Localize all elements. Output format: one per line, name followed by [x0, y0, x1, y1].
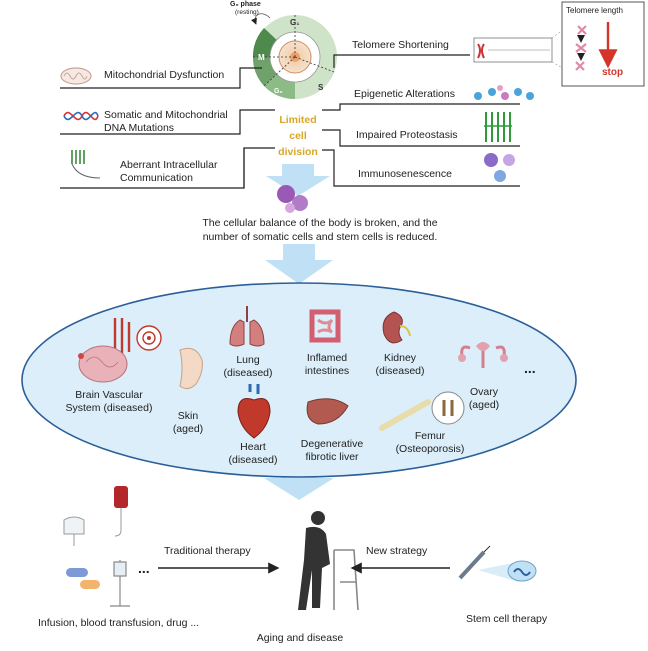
heart-label-line1: Heart — [240, 441, 266, 453]
skin-label-line1: Skin — [177, 410, 199, 422]
infusion-label: Infusion, blood transfusion, drug ... — [38, 617, 200, 629]
g1-label: G₁ — [290, 18, 300, 27]
telomere-icon — [473, 9, 591, 85]
cells-cluster-icon — [277, 185, 308, 213]
limited-label: Limited — [279, 114, 317, 126]
lung-icon — [229, 306, 265, 347]
skin-label-line2: (aged) — [172, 423, 204, 435]
organ-ellipse — [21, 282, 577, 478]
aging-disease-label: Aging and disease — [256, 632, 344, 644]
epigenetic-alterations-label: Epigenetic Alterations — [354, 88, 455, 100]
m-label: M — [258, 53, 265, 62]
blood-bag-icon — [114, 486, 128, 537]
ovary-label-line2: (aged) — [468, 399, 500, 411]
traditional-therapy-label: Traditional therapy — [164, 545, 251, 557]
nebulizer-icon — [63, 516, 85, 546]
iv-stand-icon — [110, 560, 130, 607]
syringe-icon — [458, 545, 491, 580]
immunosenescence-label: Immunosenescence — [358, 168, 452, 180]
liver-label-line2: fibrotic liver — [305, 451, 359, 463]
organs-ellipsis: ... — [524, 360, 536, 376]
g0-phase-label: G₀ phase — [230, 1, 261, 8]
flow-arrow-top — [266, 164, 330, 196]
s-label: S — [318, 83, 324, 92]
impaired-proteostasis-label: Impaired Proteostasis — [356, 129, 458, 141]
intestine-icon — [309, 309, 341, 343]
heart-icon — [237, 384, 271, 439]
balance-text-line1: The cellular balance of the body is brok… — [202, 217, 438, 229]
new-strategy-label: New strategy — [366, 545, 428, 557]
lung-label-line1: Lung — [236, 354, 260, 366]
mutations-label-line1: Somatic and Mitochondrial — [104, 109, 228, 121]
flow-arrow-middle — [265, 244, 333, 284]
pills-icon — [66, 568, 100, 589]
ovary-icon — [458, 342, 508, 368]
communication-label-line1: Aberrant Intracellular — [120, 159, 218, 171]
liver-icon — [306, 398, 349, 425]
telomere-inset — [561, 1, 645, 87]
cell-label: cell — [289, 130, 307, 142]
mutations-label-line2: DNA Mutations — [104, 122, 175, 134]
bottom-ellipsis: ... — [138, 560, 150, 576]
protein-icon — [484, 112, 512, 142]
stop-label: stop — [602, 67, 624, 78]
telomere-length-title: Telomere length — [566, 6, 623, 15]
cell-cycle-diagram — [250, 13, 337, 100]
liver-label-line1: Degenerative — [300, 438, 364, 450]
heart-label-line2: (diseased) — [228, 454, 278, 466]
brain-label-line1: Brain Vascular — [75, 389, 143, 401]
mitochondria-icon — [60, 67, 92, 85]
kidney-icon — [382, 311, 411, 344]
kidney-label-line1: Kidney — [383, 352, 417, 364]
elderly-person-icon — [298, 511, 359, 611]
femur-label-line2: (Osteoporosis) — [395, 443, 465, 455]
g2-label: G₂ — [274, 88, 283, 95]
femur-label-line1: Femur — [414, 430, 446, 442]
stem-cell-icon — [478, 560, 537, 582]
intestine-label-line1: Inflamed — [306, 352, 348, 364]
mitochondrial-dysfunction-label: Mitochondrial Dysfunction — [104, 69, 225, 81]
ovary-label-line1: Ovary — [469, 386, 498, 398]
intestine-label-line2: intestines — [304, 365, 350, 377]
telomere-shortening-label: Telomere Shortening — [352, 39, 449, 51]
communication-label-line2: Communication — [120, 172, 193, 184]
skin-icon — [179, 347, 203, 390]
g0-phase-sublabel: (resting) — [235, 9, 259, 16]
receptor-icon — [71, 150, 101, 179]
dna-icon — [63, 111, 99, 121]
balance-text-line2: number of somatic cells and stem cells i… — [202, 231, 438, 243]
epigenetic-icon — [474, 85, 534, 100]
brain-label-line2: System (diseased) — [65, 402, 153, 414]
division-label: division — [278, 146, 318, 158]
immune-cells-icon — [484, 153, 515, 182]
left-connectors — [60, 67, 275, 189]
lung-label-line2: (diseased) — [223, 367, 273, 379]
stem-cell-therapy-label: Stem cell therapy — [466, 613, 548, 625]
kidney-label-line2: (diseased) — [375, 365, 425, 377]
right-connectors — [322, 54, 520, 187]
femur-icon — [379, 391, 465, 431]
brain-icon — [78, 345, 128, 383]
